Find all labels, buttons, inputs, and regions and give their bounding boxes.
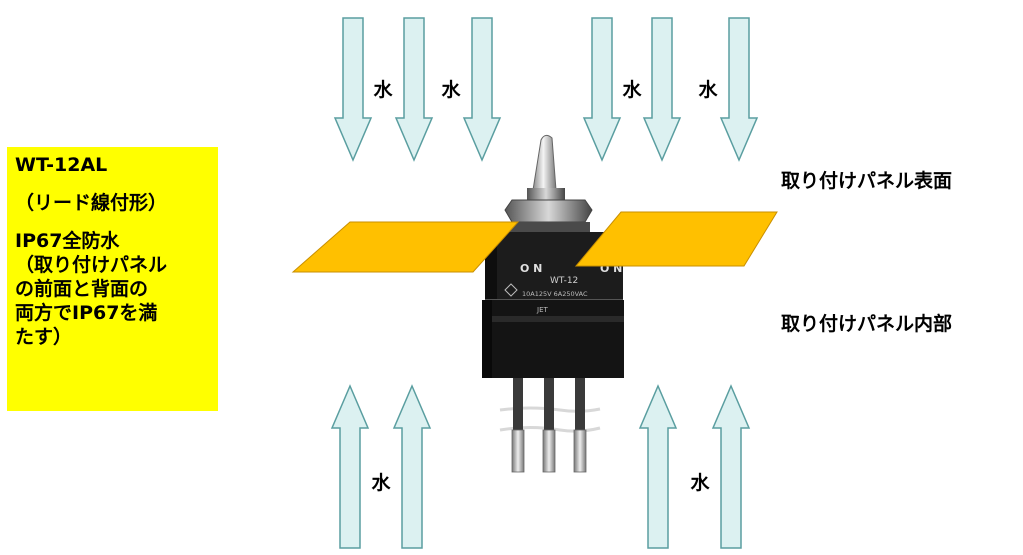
water-arrow-down	[333, 17, 373, 162]
spec-line: （取り付けパネル	[15, 254, 168, 276]
switch-rating-marking: 10A125V 6A250VAC	[522, 290, 588, 298]
water-label: 水	[690, 472, 710, 494]
spec-line: たす）	[15, 326, 73, 348]
switch-on-marking-left: O N	[520, 262, 542, 275]
water-label: 水	[698, 79, 718, 101]
switch-model-marking: WT-12	[550, 276, 578, 286]
spec-line: の前面と背面の	[15, 278, 149, 300]
water-label: 水	[622, 79, 642, 101]
product-type: （リード線付形）	[15, 192, 168, 214]
panel-surface-label: 取り付けパネル表面	[781, 170, 953, 192]
switch-cert-marking: JET	[536, 306, 548, 314]
water-arrow-down	[642, 17, 682, 162]
water-arrow-up	[392, 384, 432, 549]
water-arrow-up	[330, 384, 370, 549]
toggle-switch-photo: O N O N WT-12 10A125V 6A250VAC JET	[482, 134, 624, 473]
mounting-panel-left	[291, 221, 520, 273]
water-arrow-down	[582, 17, 622, 162]
panel-inside-label: 取り付けパネル内部	[781, 313, 953, 335]
water-label: 水	[371, 472, 391, 494]
spec-line: 両方でIP67を満	[15, 302, 158, 324]
water-label: 水	[441, 79, 461, 101]
water-arrow-down	[394, 17, 434, 162]
water-arrows-bottom: 水水	[330, 384, 751, 549]
product-info-box: WT-12AL （リード線付形） IP67全防水 （取り付けパネル の前面と背面…	[7, 147, 218, 411]
water-arrow-down	[462, 17, 502, 162]
water-arrow-up	[638, 384, 678, 549]
water-arrow-up	[711, 384, 751, 549]
water-label: 水	[373, 79, 393, 101]
mounting-panel-right	[574, 211, 778, 267]
cert-mark-icon	[504, 283, 518, 297]
water-arrows-top: 水水水水	[333, 17, 759, 162]
product-model: WT-12AL	[15, 154, 108, 176]
water-arrow-down	[719, 17, 759, 162]
spec-line: IP67全防水	[15, 230, 120, 252]
